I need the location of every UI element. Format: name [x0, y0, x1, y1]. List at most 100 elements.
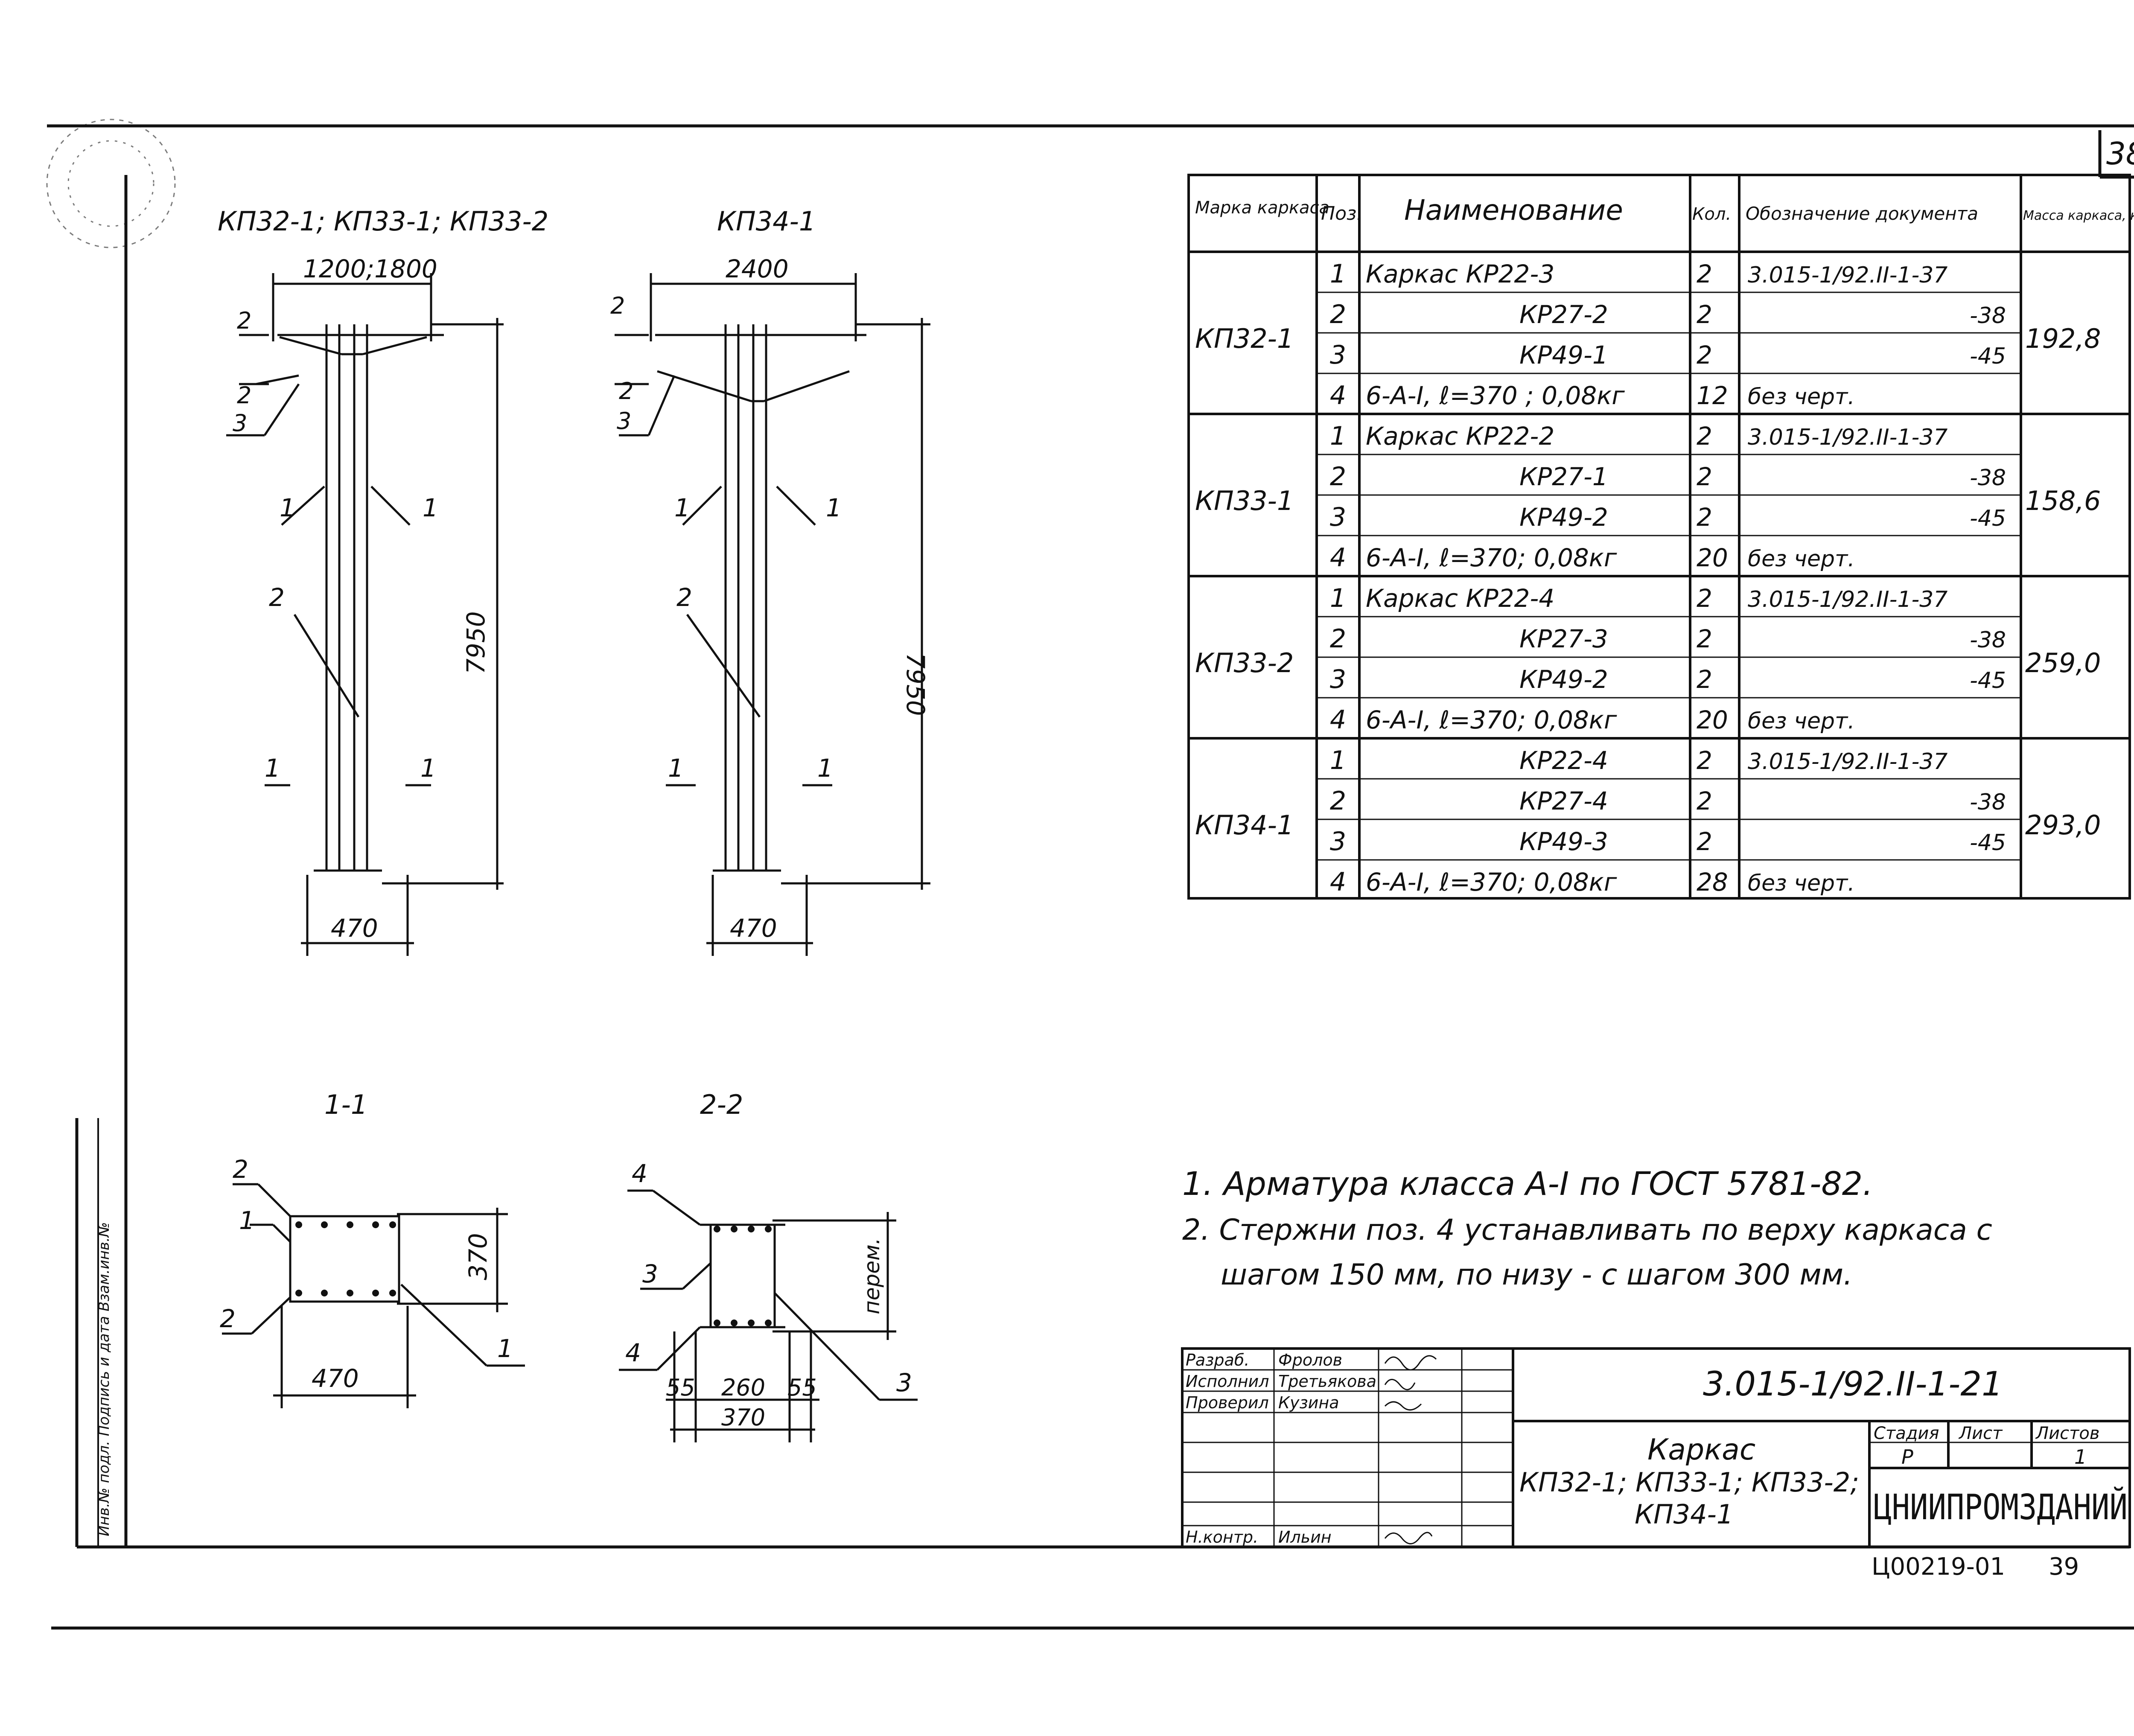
- row-doc: 3.015-1/92.II-1-37: [1748, 587, 1947, 612]
- row-qty: 2: [1697, 746, 1712, 775]
- row-name: КР27-3: [1519, 624, 1608, 653]
- row-pos: 1: [1330, 259, 1346, 289]
- left-pos-1a-label: 1: [280, 493, 295, 522]
- stage-label: Стадия: [1874, 1424, 1939, 1443]
- archive-stamp: [46, 119, 176, 248]
- right-pos-3-label: 3: [617, 408, 631, 434]
- row-pos: 3: [1330, 340, 1346, 370]
- row-name: КР49-2: [1519, 503, 1608, 532]
- name-1: Третьякова: [1278, 1372, 1376, 1391]
- role-0: Разраб.: [1186, 1351, 1249, 1369]
- name-0: Фролов: [1278, 1351, 1342, 1369]
- note-line-1: 1. Арматура класса А-I по ГОСТ 5781-82.: [1182, 1165, 1873, 1203]
- left-cut-2-label: 2: [237, 307, 251, 334]
- left-pos-2-label: 2: [269, 583, 285, 612]
- row-name: Каркас КР22-2: [1366, 422, 1554, 451]
- row-qty: 20: [1697, 705, 1728, 734]
- left-elevation: КП32-1; КП33-1; КП33-2 1200;1800: [218, 206, 548, 956]
- row-pos: 4: [1330, 705, 1346, 735]
- row-name: КР22-4: [1519, 746, 1608, 775]
- right-cut-1b-label: 1: [817, 754, 833, 783]
- row-qty: 2: [1697, 422, 1712, 451]
- row-qty: 2: [1697, 786, 1712, 816]
- header-pos: Поз.: [1321, 203, 1362, 224]
- s11-pos-2b: 2: [220, 1304, 236, 1333]
- right-view-title: КП34-1: [717, 206, 816, 237]
- title-block: Разраб. Исполнил Проверил Н.контр. Фроло…: [1181, 1347, 2131, 1548]
- row-doc: -45: [1970, 344, 2006, 369]
- row-name: 6-А-I, ℓ=370; 0,08кг: [1366, 543, 1617, 572]
- row-pos: 1: [1330, 746, 1346, 775]
- sheet-label: Лист: [1958, 1424, 2003, 1443]
- row-pos: 3: [1330, 827, 1346, 856]
- note-line-3: шагом 150 мм, по низу - с шагом 300 мм.: [1221, 1258, 1853, 1292]
- org-name: ЦНИИПРОМЗДАНИЙ: [1874, 1486, 2128, 1528]
- row-qty: 2: [1697, 827, 1712, 856]
- row-pos: 2: [1330, 624, 1346, 654]
- row-doc: без черт.: [1748, 708, 1855, 734]
- row-doc: -45: [1970, 830, 2006, 856]
- role-1: Исполнил: [1186, 1372, 1269, 1391]
- row-qty: 2: [1697, 665, 1712, 694]
- row-pos: 2: [1330, 300, 1346, 329]
- sheet-number: 38: [2106, 136, 2134, 172]
- row-qty: 2: [1697, 259, 1712, 288]
- sheets-label: Листов: [2035, 1424, 2099, 1443]
- row-name: 6-А-I, ℓ=370; 0,08кг: [1366, 868, 1617, 897]
- row-name: Каркас КР22-4: [1366, 584, 1554, 613]
- signature-marks: [1384, 1355, 1437, 1544]
- row-name: КР49-2: [1519, 665, 1608, 694]
- name-2: Кузина: [1278, 1393, 1339, 1412]
- row-doc: -45: [1970, 668, 2006, 693]
- row-pos: 3: [1330, 664, 1346, 694]
- section-2-2: 2-2 пере: [619, 1089, 918, 1442]
- left-top-dim: 1200;1800: [303, 254, 437, 283]
- row-qty: 2: [1697, 341, 1712, 370]
- header-name: Наименование: [1404, 194, 1623, 227]
- sheets-value: 1: [2074, 1445, 2087, 1468]
- section-2-2-var: перем.: [860, 1238, 884, 1314]
- right-pos-2-label: 2: [676, 583, 692, 612]
- s22-pos-3b: 3: [896, 1368, 912, 1397]
- header-doc: Обозначение документа: [1746, 203, 1978, 224]
- s11-pos-2a: 2: [233, 1155, 248, 1184]
- left-height-dim: 7950: [461, 611, 490, 674]
- archive-code: Ц00219-01: [1872, 1553, 2005, 1581]
- row-qty: 2: [1697, 624, 1712, 653]
- note-line-2: 2. Стержни поз. 4 устанавливать по верху…: [1182, 1213, 1992, 1247]
- group-mark: КП33-1: [1195, 485, 1294, 516]
- row-pos: 2: [1330, 462, 1346, 492]
- right-cut-1a-label: 1: [668, 754, 684, 783]
- row-name: Каркас КР22-3: [1366, 259, 1554, 288]
- row-pos: 4: [1330, 543, 1346, 573]
- header-qty: Кол.: [1692, 204, 1731, 224]
- row-name: КР49-3: [1519, 827, 1608, 856]
- row-qty: 20: [1697, 543, 1728, 572]
- group-mark: КП33-2: [1195, 647, 1294, 679]
- row-doc: 3.015-1/92.II-1-37: [1748, 749, 1947, 775]
- row-qty: 2: [1697, 300, 1712, 329]
- row-doc: -38: [1970, 627, 2006, 653]
- row-doc: 3.015-1/92.II-1-37: [1748, 262, 1947, 288]
- section-2-2-dim-left: 55: [666, 1374, 695, 1401]
- row-doc: -38: [1970, 465, 2006, 491]
- row-qty: 12: [1697, 381, 1728, 410]
- group-mark: КП34-1: [1195, 810, 1294, 841]
- row-pos: 1: [1330, 583, 1346, 613]
- row-pos: 3: [1330, 502, 1346, 532]
- row-name: КР27-2: [1519, 300, 1608, 329]
- section-1-1: 1-1 370 470 2 1: [220, 1089, 525, 1408]
- row-qty: 2: [1697, 503, 1712, 532]
- group-mass: 293,0: [2025, 810, 2101, 841]
- section-2-2-title: 2-2: [700, 1089, 743, 1120]
- right-top-dim: 2400: [726, 254, 789, 283]
- right-cut-2b-label: 2: [619, 378, 633, 405]
- row-doc: -38: [1970, 789, 2006, 815]
- left-cut-1b-label: 1: [420, 754, 436, 783]
- section-1-1-height: 370: [464, 1233, 493, 1280]
- right-pos-1b-label: 1: [826, 493, 842, 522]
- row-qty: 2: [1697, 584, 1712, 613]
- s11-pos-1a: 1: [239, 1206, 255, 1235]
- s11-pos-1b: 1: [497, 1334, 513, 1363]
